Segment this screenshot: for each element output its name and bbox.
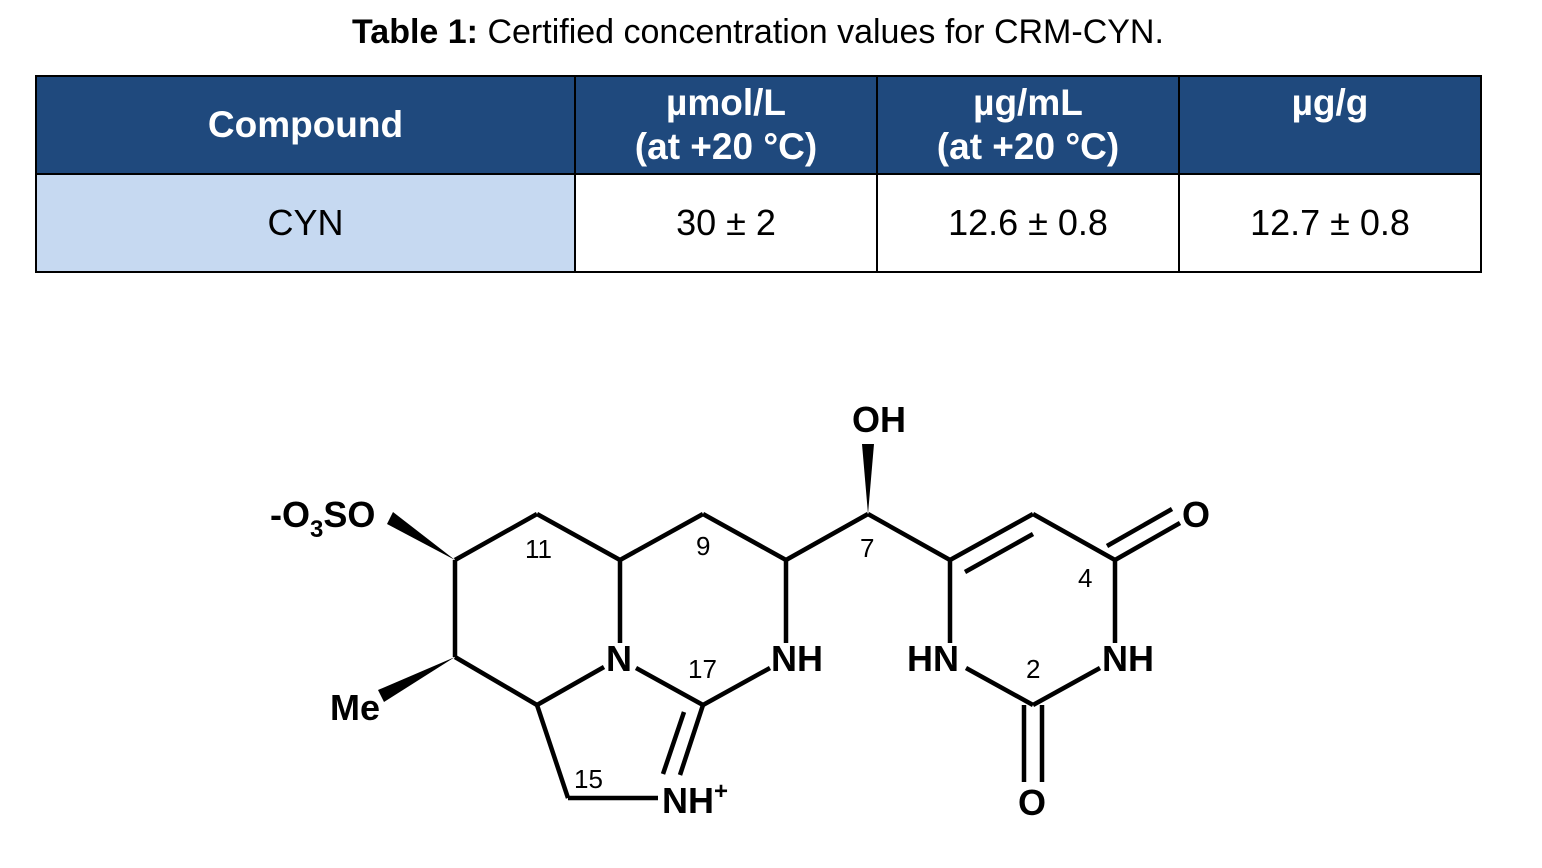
bond	[1113, 521, 1182, 562]
atom-nh-plus: NH+	[662, 778, 728, 821]
atom-nh-ring: NH	[771, 638, 823, 679]
bond	[701, 512, 788, 562]
caption-text: Certified concentration values for CRM-C…	[487, 13, 1164, 51]
atom-o-bottom: O	[1018, 782, 1046, 823]
locant-2: 2	[1026, 654, 1040, 684]
bond	[677, 704, 706, 776]
atom-me: Me	[330, 687, 380, 728]
table-header-row: Compound µmol/L(at +20 °C) µg/mL(at +20 …	[35, 75, 1482, 175]
locant-4: 4	[1078, 563, 1092, 593]
locant-9: 9	[696, 531, 710, 561]
bond	[866, 512, 952, 562]
locant-17: 17	[688, 654, 717, 684]
bond	[1031, 666, 1102, 707]
atom-so3: -O3SO	[270, 494, 375, 543]
wedge-bond-me	[378, 657, 455, 702]
wedge-bond-so3	[387, 512, 455, 560]
bond	[634, 666, 705, 707]
bond	[964, 666, 1035, 707]
bond	[618, 512, 705, 562]
bond	[535, 665, 606, 707]
locant-11: 11	[525, 534, 552, 564]
table-row: CYN 30 ± 2 12.6 ± 0.8 12.7 ± 0.8	[35, 173, 1482, 273]
bond	[784, 512, 870, 562]
bond	[701, 666, 772, 707]
bond	[660, 711, 687, 775]
atom-o-top: O	[1182, 494, 1210, 535]
locant-7: 7	[860, 533, 874, 563]
bond	[1031, 512, 1117, 562]
cell-ug-per-g: 12.7 ± 0.8	[1178, 173, 1482, 273]
locant-15: 15	[574, 764, 603, 794]
bond	[963, 532, 1035, 574]
atom-hn-left: HN	[907, 638, 959, 679]
cell-compound: CYN	[35, 173, 576, 273]
cell-umol-per-l: 30 ± 2	[574, 173, 878, 273]
atom-nh-right: NH	[1102, 638, 1154, 679]
certified-values-table: Compound µmol/L(at +20 °C) µg/mL(at +20 …	[35, 75, 1482, 273]
header-compound: Compound	[35, 75, 576, 175]
atom-oh: OH	[852, 399, 906, 440]
bond	[535, 512, 622, 562]
cell-ug-per-ml: 12.6 ± 0.8	[876, 173, 1180, 273]
wedge-bond-oh	[862, 444, 874, 514]
caption-label: Table 1:	[352, 13, 479, 51]
bond	[534, 704, 571, 799]
bond	[1105, 507, 1174, 548]
atom-n-bridge: N	[606, 638, 632, 679]
bond	[948, 512, 1035, 562]
bond	[453, 512, 539, 562]
header-ug-per-g: µg/g	[1178, 75, 1482, 175]
table-caption: Table 1: Certified concentration values …	[0, 10, 1516, 54]
header-ug-per-ml: µg/mL(at +20 °C)	[876, 75, 1180, 175]
bond	[453, 655, 539, 707]
header-umol-per-l: µmol/L(at +20 °C)	[574, 75, 878, 175]
